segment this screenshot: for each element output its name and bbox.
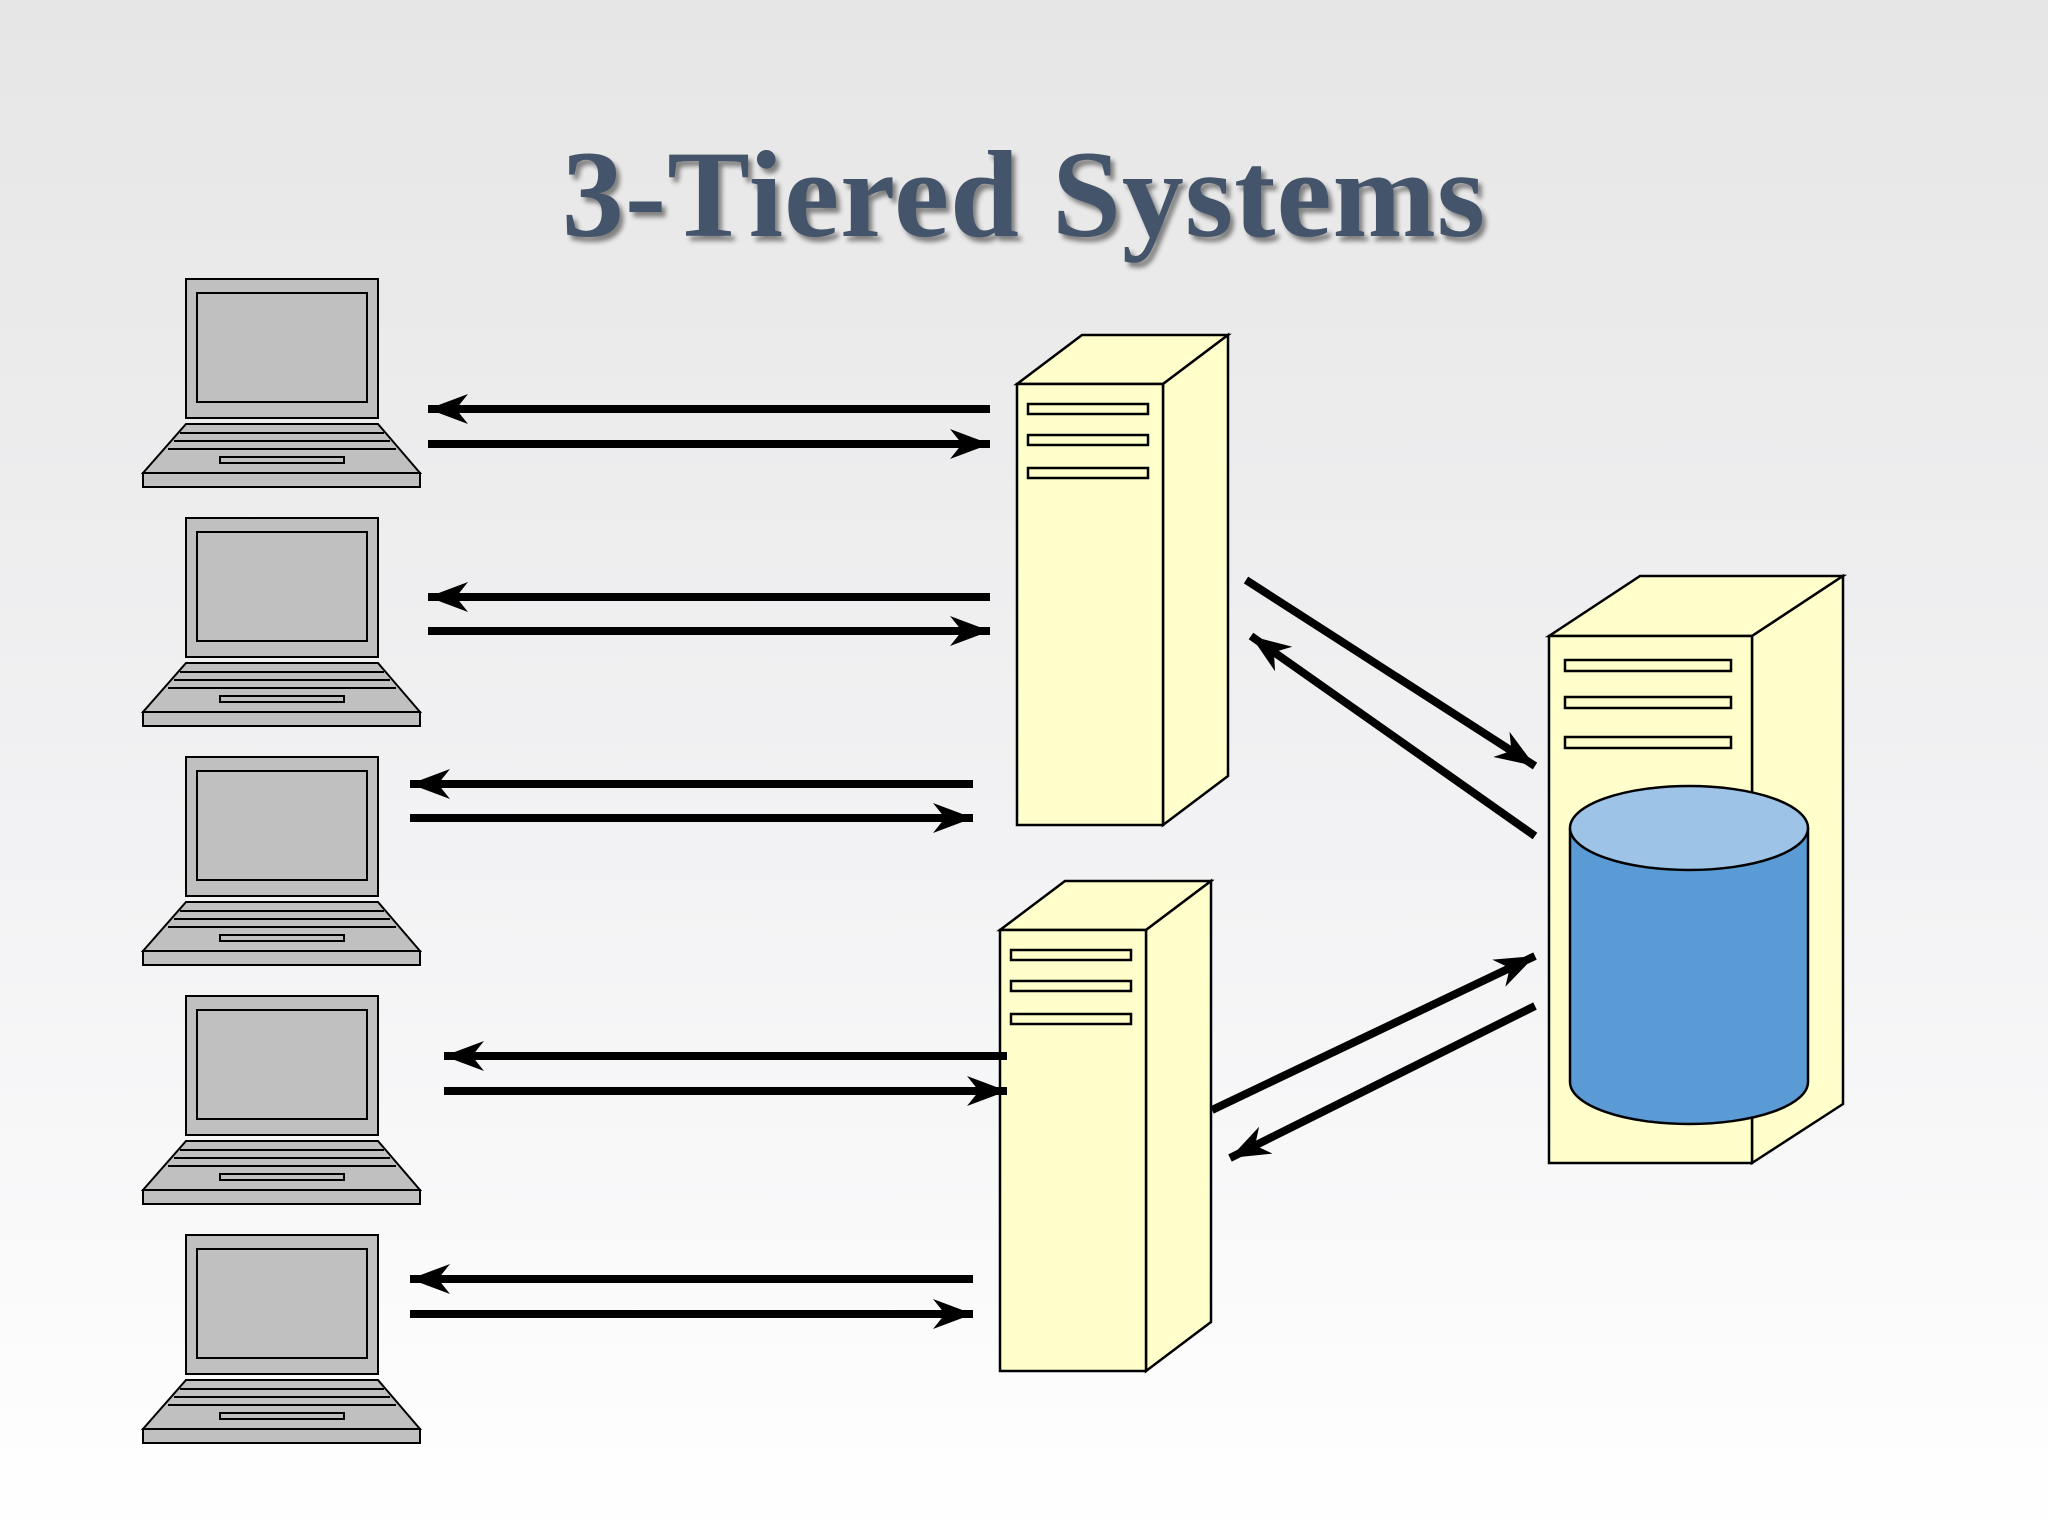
app-server-1: [1015, 333, 1230, 827]
client-laptop-2: [142, 517, 421, 727]
connection-arrows: [410, 394, 1538, 1329]
server-icon: [1015, 333, 1230, 827]
server-icon: [998, 879, 1213, 1373]
client-laptop-4: [142, 995, 421, 1205]
arrow-from-database: [1248, 632, 1538, 840]
laptop-icon: [142, 1234, 421, 1444]
arrow-to-database: [1243, 576, 1538, 770]
client-laptop-3: [142, 756, 421, 966]
laptop-icon: [142, 995, 421, 1205]
laptop-icon: [142, 517, 421, 727]
laptop-icon: [142, 278, 421, 488]
client-laptop-1: [142, 278, 421, 488]
database-server: [1544, 573, 1848, 1166]
arrow-to-database: [1210, 952, 1537, 1114]
client-laptop-5: [142, 1234, 421, 1444]
laptop-icon: [142, 756, 421, 966]
arrow-from-database: [1228, 1002, 1537, 1162]
slide-title: 3-Tiered Systems: [561, 126, 1487, 263]
app-server-2: [998, 879, 1213, 1373]
database-icon: [1568, 784, 1810, 1126]
